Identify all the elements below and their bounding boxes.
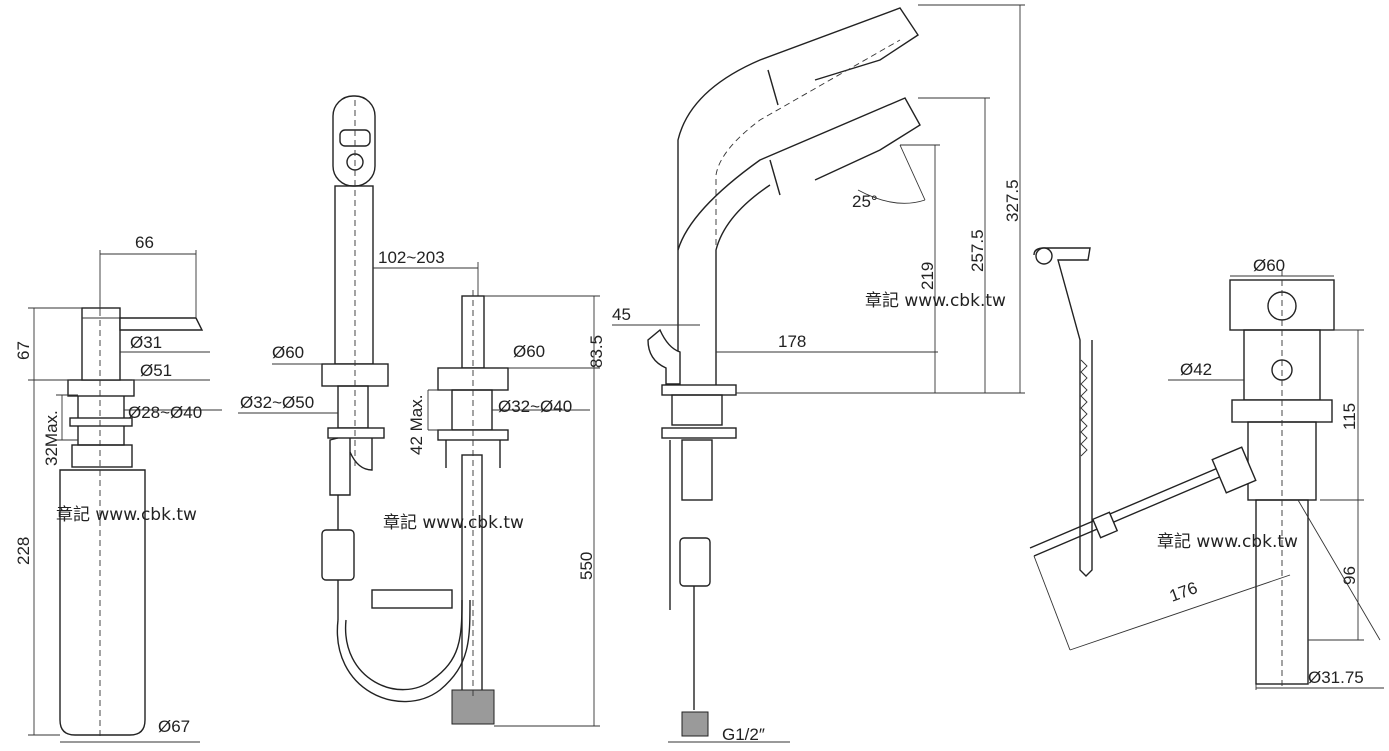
pullout-side-view: 45 178 25° 219 257.5 327.5 G1/2″	[612, 4, 1025, 744]
hose-weight-a	[321, 529, 355, 581]
extended-spout-outline	[677, 7, 919, 385]
dim-d32-40: Ø32~Ø40	[498, 397, 572, 416]
mixer-front-view: 102~203 Ø60 Ø32~Ø50	[238, 95, 479, 703]
dim-d60-a: Ø60	[272, 343, 304, 362]
dim-115: 115	[1340, 403, 1359, 430]
side-base	[661, 384, 737, 396]
watermark-4: 章記 www.cbk.tw	[1157, 532, 1298, 552]
drain-assembly: Ø60 Ø42 115 96 176 Ø31.75	[1029, 247, 1384, 690]
soap-dispenser: 66 67 Ø31 Ø51 Ø28~Ø40 32Max. 228 Ø67	[14, 233, 222, 743]
dim-219: 219	[918, 262, 937, 290]
dim-96: 96	[1340, 566, 1359, 585]
dim-42max: 42 Max.	[407, 395, 426, 455]
lift-rod	[1033, 247, 1093, 577]
dim-d28-40: Ø28~Ø40	[128, 403, 202, 422]
watermark-1: 章記 www.cbk.tw	[56, 505, 197, 525]
watermark-2: 章記 www.cbk.tw	[383, 513, 524, 533]
dim-32max: 32Max.	[42, 410, 61, 466]
spout-outline	[677, 97, 921, 251]
watermark-3: 章記 www.cbk.tw	[865, 291, 1006, 311]
mixer-back-view: Ø60 83.5 42 Max. Ø32~Ø40 550	[371, 290, 606, 727]
mixer-body	[334, 185, 374, 365]
dim-176: 176	[1167, 578, 1200, 606]
dim-178: 178	[778, 332, 806, 351]
watermarks: 章記 www.cbk.tw 章記 www.cbk.tw 章記 www.cbk.t…	[56, 291, 1298, 552]
dispenser-bottle-neck	[71, 444, 133, 468]
dim-83-5: 83.5	[587, 335, 606, 368]
dim-d32-50: Ø32~Ø50	[240, 393, 314, 412]
dim-550: 550	[577, 552, 596, 580]
dispenser-bottle	[59, 469, 146, 736]
side-lever	[647, 328, 681, 385]
dispenser-pump-body	[81, 307, 121, 381]
dim-66: 66	[135, 233, 154, 252]
dim-228: 228	[14, 537, 33, 565]
dim-d60-b: Ø60	[513, 342, 545, 361]
hose-clip	[371, 589, 453, 609]
dim-d67: Ø67	[158, 717, 190, 736]
dim-257-5: 257.5	[968, 229, 987, 272]
dim-67: 67	[14, 341, 33, 360]
connector-side	[681, 711, 709, 737]
dim-d31: Ø31	[130, 333, 162, 352]
dim-45: 45	[612, 305, 631, 324]
dim-327-5: 327.5	[1003, 179, 1022, 222]
dim-g12: G1/2″	[722, 725, 765, 744]
dim-25deg: 25°	[852, 192, 878, 211]
dim-d31-75: Ø31.75	[1308, 668, 1364, 687]
dim-102-203: 102~203	[378, 248, 445, 267]
dispenser-flange	[67, 379, 135, 397]
dispenser-nozzle	[119, 317, 204, 331]
dim-drain-d60: Ø60	[1253, 256, 1285, 275]
dim-d51: Ø51	[140, 361, 172, 380]
dim-drain-d42: Ø42	[1180, 360, 1212, 379]
dispenser-nut	[69, 417, 133, 427]
